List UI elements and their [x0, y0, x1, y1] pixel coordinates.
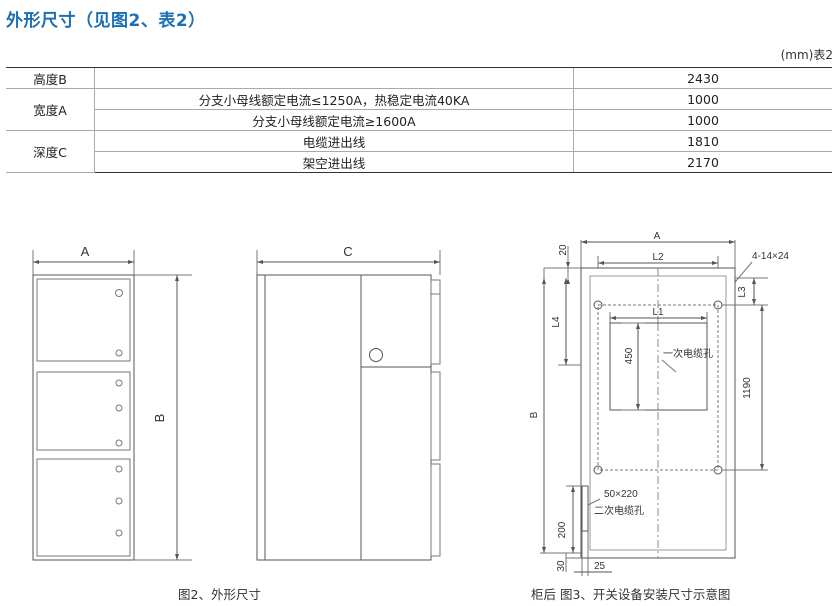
fig3-caption: 柜后 图3、开关设备安装尺寸示意图	[531, 587, 731, 602]
dim-l4-label: L4	[551, 316, 562, 328]
dim-l2-label: L2	[652, 252, 664, 263]
row-value: 1000	[573, 109, 832, 131]
row-label: 高度B	[6, 67, 95, 89]
table-unit: (mm)表2	[780, 48, 833, 62]
dim-l1-label: L1	[652, 307, 664, 318]
dimension-table: 高度B 2430 宽度A 分支小母线额定电流≤1250A，热稳定电流40KA 1…	[6, 67, 832, 173]
row-value: 1810	[573, 130, 832, 152]
row-desc: 分支小母线额定电流≥1600A	[94, 109, 574, 131]
dim-c-label: C	[343, 244, 352, 259]
table-row: 分支小母线额定电流≥1600A 1000	[6, 109, 832, 131]
dim-b-label: B	[529, 411, 540, 418]
primary-cable-hole-label: 一次电缆孔	[663, 347, 713, 360]
row-desc	[94, 67, 574, 89]
table-row: 架空进出线 2170	[6, 151, 832, 173]
row-label: 宽度A	[6, 88, 95, 131]
dim-a-label: A	[81, 244, 90, 259]
secondary-cable-hole-label: 二次电缆孔	[594, 504, 644, 517]
table-row: 宽度A 分支小母线额定电流≤1250A，热稳定电流40KA 1000	[6, 88, 832, 131]
row-desc: 分支小母线额定电流≤1250A，热稳定电流40KA	[94, 88, 574, 110]
row-value: 1000	[573, 88, 832, 110]
slot-size-label: 50×220	[604, 489, 638, 500]
row-label: 深度C	[6, 130, 95, 173]
dim-25-label: 25	[594, 561, 606, 572]
front-view: A B	[32, 244, 192, 561]
dim-20-label: 20	[558, 244, 569, 256]
row-desc: 电缆进出线	[94, 130, 574, 152]
dim-200-label: 200	[557, 521, 568, 538]
row-value: 2170	[573, 151, 832, 173]
hole-spec-label: 4-14×24	[752, 251, 789, 262]
row-desc: 架空进出线	[94, 151, 574, 173]
row-value: 2430	[573, 67, 832, 89]
dim-l3-label: L3	[737, 286, 748, 298]
dim-1190-label: 1190	[742, 377, 753, 399]
table-row: 高度B 2430	[6, 67, 832, 89]
side-view: C	[256, 244, 441, 561]
installation-view: A L2 4-14×24 20 L3	[529, 231, 789, 576]
dim-b-label: B	[152, 414, 167, 423]
dim-a-label: A	[654, 231, 661, 242]
dim-30-label: 30	[556, 560, 567, 572]
fig2-caption: 图2、外形尺寸	[178, 587, 261, 602]
table-row: 深度C 电缆进出线 1810	[6, 130, 832, 173]
dim-450-label: 450	[624, 347, 635, 364]
page-title: 外形尺寸（见图2、表2）	[6, 11, 206, 31]
